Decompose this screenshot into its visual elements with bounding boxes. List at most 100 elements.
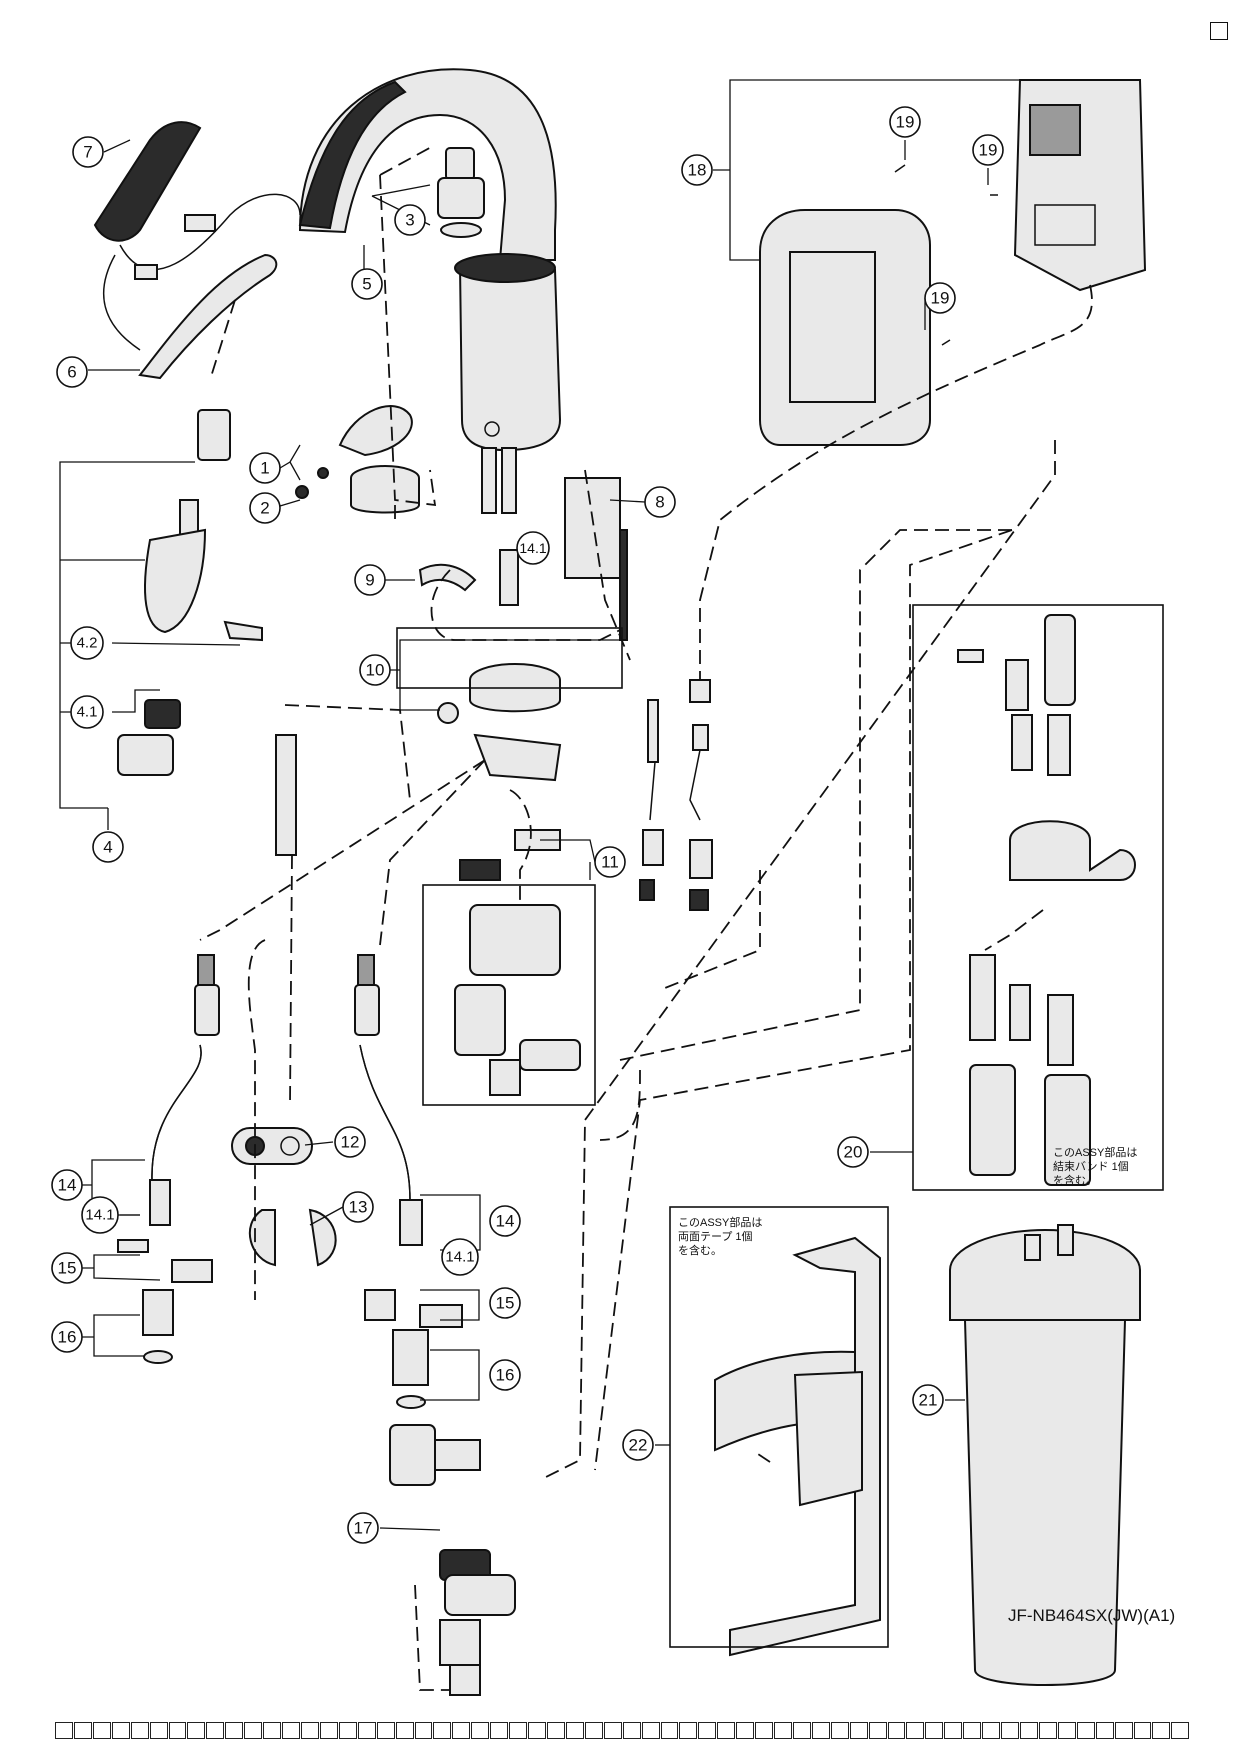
- clip-part9: [418, 549, 519, 606]
- callout-2: 2: [249, 492, 281, 524]
- svg-text:4.1: 4.1: [77, 704, 98, 721]
- callout-4-1: 4.1: [70, 695, 104, 729]
- dashed-connection-lines: [199, 144, 1093, 1691]
- bracket-part8: [564, 477, 628, 641]
- callout-10: 10: [359, 654, 391, 686]
- svg-text:16: 16: [58, 1328, 77, 1347]
- spacer-part12: [231, 1127, 313, 1165]
- svg-text:10: 10: [366, 661, 385, 680]
- assy22-note: このASSY部品は 両面テープ 1個 を含む。: [678, 1215, 762, 1257]
- svg-text:9: 9: [365, 571, 374, 590]
- callout-15-left: 15: [51, 1252, 83, 1284]
- hose-left-part14: [117, 954, 220, 1364]
- svg-text:17: 17: [354, 1519, 373, 1538]
- filter-cartridge-part21: [949, 1224, 1141, 1686]
- callout-15-right: 15: [489, 1287, 521, 1319]
- assy22-box: [669, 1206, 889, 1648]
- svg-text:このASSY部品は: このASSY部品は: [1053, 1145, 1137, 1159]
- callout-6: 6: [56, 356, 88, 388]
- svg-text:結束バンド 1個: 結束バンド 1個: [1053, 1159, 1129, 1173]
- svg-text:1: 1: [260, 459, 269, 478]
- svg-text:7: 7: [83, 143, 92, 162]
- svg-text:19: 19: [979, 141, 998, 160]
- callout-5: 5: [351, 268, 383, 300]
- callout-14-1-left: 14.1: [81, 1196, 119, 1234]
- callout-17: 17: [347, 1512, 379, 1544]
- callout-18: 18: [681, 154, 713, 186]
- callout-7: 7: [72, 136, 104, 168]
- svg-text:2: 2: [260, 499, 269, 518]
- assy20-note: このASSY部品は 結束バンド 1個 を含む。: [1053, 1145, 1137, 1187]
- callout-19-c: 19: [924, 282, 956, 314]
- callout-20: 20: [837, 1136, 869, 1168]
- spray-head-part4: [117, 409, 297, 856]
- callout-16-right: 16: [489, 1359, 521, 1391]
- spout-cover-part6: [138, 253, 278, 380]
- callout-19-b: 19: [972, 134, 1004, 166]
- svg-text:14.1: 14.1: [85, 1207, 114, 1224]
- corner-checkbox: [1210, 22, 1228, 40]
- mount-part10: [437, 663, 562, 782]
- callout-19-a: 19: [889, 106, 921, 138]
- footer-placeholder-strip: [55, 1722, 1190, 1739]
- svg-text:19: 19: [931, 289, 950, 308]
- callout-9: 9: [354, 564, 386, 596]
- assy20-box: [912, 604, 1164, 1191]
- cartridge-part3: [437, 147, 485, 238]
- callout-22: 22: [622, 1429, 654, 1461]
- connector-set-part20: [957, 614, 1136, 1186]
- wiring-connectors: [639, 679, 713, 911]
- handle-part1: [317, 405, 413, 479]
- callout-12: 12: [334, 1126, 366, 1158]
- solenoid-valve-part11: [454, 829, 581, 1096]
- svg-text:15: 15: [496, 1294, 515, 1313]
- callout-14-right: 14: [489, 1205, 521, 1237]
- callout-14-1-right: 14.1: [441, 1238, 479, 1276]
- svg-text:6: 6: [67, 363, 76, 382]
- callout-4-2: 4.2: [70, 626, 104, 660]
- svg-text:14.1: 14.1: [445, 1249, 474, 1266]
- svg-text:14.1: 14.1: [519, 540, 546, 556]
- svg-text:4: 4: [103, 838, 112, 857]
- svg-text:19: 19: [896, 113, 915, 132]
- svg-text:を含む。: を含む。: [1053, 1173, 1097, 1187]
- svg-text:を含む。: を含む。: [678, 1243, 722, 1257]
- callout-8: 8: [644, 486, 676, 518]
- svg-text:16: 16: [496, 1366, 515, 1385]
- svg-text:14: 14: [58, 1176, 77, 1195]
- svg-text:18: 18: [688, 161, 707, 180]
- callout-21: 21: [912, 1384, 944, 1416]
- callout-1: 1: [249, 452, 281, 484]
- controller-box-part18: [759, 79, 1147, 446]
- svg-text:22: 22: [629, 1436, 648, 1455]
- svg-text:8: 8: [655, 493, 664, 512]
- callout-4: 4: [92, 831, 124, 863]
- callout-11: 11: [594, 846, 626, 878]
- callout-3: 3: [394, 204, 426, 236]
- mounting-bracket-part22: [714, 1236, 881, 1657]
- svg-text:このASSY部品は: このASSY部品は: [678, 1215, 762, 1229]
- svg-text:14: 14: [496, 1212, 515, 1231]
- base-ring-part2: [295, 465, 420, 514]
- svg-text:12: 12: [341, 1133, 360, 1152]
- callout-14-1-top: 14.1: [516, 531, 550, 565]
- callout-14-left: 14: [51, 1169, 83, 1201]
- svg-text:5: 5: [362, 275, 371, 294]
- hose-right-part14: [354, 954, 463, 1409]
- callout-13: 13: [342, 1191, 374, 1223]
- svg-text:3: 3: [405, 211, 414, 230]
- svg-text:15: 15: [58, 1259, 77, 1278]
- branch-valve-part17: [389, 1424, 516, 1696]
- svg-text:13: 13: [349, 1198, 368, 1217]
- svg-text:両面テープ 1個: 両面テープ 1個: [678, 1230, 753, 1243]
- faucet-spout: [298, 68, 562, 514]
- svg-text:21: 21: [919, 1391, 938, 1410]
- model-code: JF-NB464SX(JW)(A1): [1008, 1606, 1176, 1625]
- svg-text:11: 11: [601, 853, 619, 872]
- svg-text:4.2: 4.2: [77, 635, 98, 652]
- valve-group-box: [422, 884, 596, 1106]
- callout-16-left: 16: [51, 1321, 83, 1353]
- svg-text:20: 20: [844, 1143, 863, 1162]
- sensor-harness-part7: [93, 121, 301, 351]
